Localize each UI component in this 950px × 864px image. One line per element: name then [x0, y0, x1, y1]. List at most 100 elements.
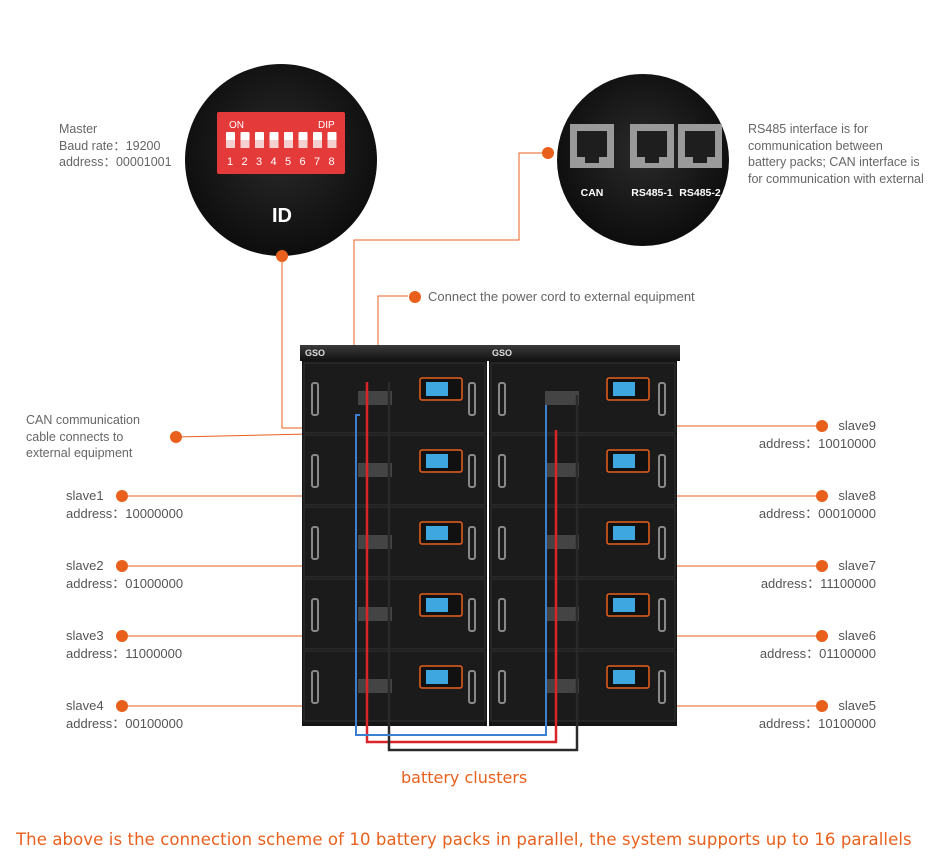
master-label: Master — [59, 122, 98, 136]
brand-logo-right: GSO — [492, 348, 512, 358]
slave9-label: slave9 address：10010000 — [748, 417, 876, 453]
dip-dip-label: DIP — [318, 120, 335, 131]
cluster-cables — [355, 382, 579, 752]
callout-dots — [116, 147, 828, 712]
id-label: ID — [272, 205, 292, 227]
module-terminals — [358, 463, 392, 477]
module-handle — [468, 670, 476, 704]
rj45-socket — [685, 131, 715, 157]
dip-switch-number: 2 — [242, 156, 248, 168]
slave-address: address：10000000 — [66, 506, 184, 521]
slave2-label: slave2 address：01000000 — [66, 557, 183, 593]
interface-line-4: for communication with external — [748, 171, 924, 186]
rj45-clip — [645, 157, 659, 163]
module-terminals — [545, 391, 579, 405]
slave-address: address：11000000 — [66, 646, 183, 661]
can-callout-line-1: CAN communication — [26, 413, 140, 427]
slave-address: address：11100000 — [760, 576, 876, 591]
module-handle — [658, 598, 666, 632]
slave-name: slave1 — [66, 488, 104, 503]
interface-line-3: battery packs; CAN interface is — [748, 155, 920, 169]
module-terminals — [545, 463, 579, 477]
slave-address: address：10010000 — [758, 436, 876, 451]
dip-switch-number: 5 — [285, 156, 291, 168]
power-cord-callout: Connect the power cord to external equip… — [428, 289, 695, 304]
rack-top — [300, 345, 680, 361]
master-address-label: address：00001001 — [59, 155, 172, 169]
battery-rack: GSO GSO — [300, 345, 680, 752]
slave9-dot — [816, 420, 828, 432]
can-chain-cable — [355, 405, 547, 736]
module-terminals — [358, 607, 392, 621]
can-callout-line-3: external equipment — [26, 446, 133, 460]
master-info: Master Baud rate：19200 address：00001001 — [59, 121, 172, 171]
slave-name: slave2 — [66, 558, 104, 573]
slave6-label: slave6 address：01100000 — [748, 627, 876, 663]
port-label: RS485-1 — [631, 187, 673, 199]
module-handle — [468, 526, 476, 560]
battery-modules — [303, 362, 676, 722]
port-leader-line — [353, 152, 548, 428]
slave3-label: slave3 address：11000000 — [66, 627, 182, 663]
slave-name: slave7 — [838, 558, 876, 573]
dip-on-label: ON — [229, 120, 244, 131]
dip-switch-number: 1 — [227, 156, 233, 168]
dip-switch-lever — [313, 140, 322, 148]
slave6-dot — [816, 630, 828, 642]
module-handle — [311, 670, 319, 704]
dip-switch-lever — [255, 140, 264, 148]
slave5-label: slave5 address：10100000 — [748, 697, 876, 733]
dip-switch-lever — [226, 140, 235, 148]
module-screen — [426, 670, 448, 684]
module-terminals — [358, 391, 392, 405]
module-screen — [613, 454, 635, 468]
module-handle — [658, 526, 666, 560]
interface-line-1: RS485 interface is for — [748, 122, 869, 136]
slave-name: slave8 — [838, 488, 876, 503]
module-screen — [426, 526, 448, 540]
positive-cable — [365, 382, 558, 744]
battery-clusters-caption: battery clusters — [401, 768, 528, 787]
can-dot — [170, 431, 182, 443]
can-cable-callout: CAN communication cable connects to exte… — [26, 412, 140, 462]
module-handle — [311, 382, 319, 416]
module-screen — [426, 454, 448, 468]
module-handle — [311, 454, 319, 488]
module-handle — [498, 526, 506, 560]
dip-switch-number: 7 — [314, 156, 320, 168]
slave-address: address：01000000 — [66, 576, 184, 591]
rj45-clip — [585, 157, 599, 163]
interface-line-2: communication between — [748, 138, 883, 153]
module-terminals — [545, 607, 579, 621]
power-dot — [409, 291, 421, 303]
dip-switch-lever — [284, 140, 293, 148]
module-handle — [658, 454, 666, 488]
slave8-dot — [816, 490, 828, 502]
port-label: RS485-2 — [679, 187, 721, 199]
slave7-dot — [816, 560, 828, 572]
module-handle — [468, 382, 476, 416]
slave-address: address：00100000 — [66, 716, 184, 731]
module-handle — [468, 598, 476, 632]
port-dot — [542, 147, 554, 159]
dip-switch-number: 4 — [271, 156, 277, 168]
slave-name: slave3 — [66, 628, 104, 643]
slave7-label: slave7 address：11100000 — [748, 557, 876, 593]
dip-switch-lever — [327, 140, 337, 148]
module-screen — [426, 382, 448, 396]
baud-rate-label: Baud rate：19200 — [59, 138, 161, 153]
dip-switch-lever — [269, 140, 279, 148]
module-screen — [613, 382, 635, 396]
rj45-socket — [637, 131, 667, 157]
dip-switch-block — [217, 112, 345, 174]
module-handle — [311, 526, 319, 560]
module-terminals — [545, 535, 579, 549]
slave4-dot — [116, 700, 128, 712]
dip-switch-number: 3 — [256, 156, 262, 168]
dip-switch-number: 8 — [329, 156, 335, 168]
